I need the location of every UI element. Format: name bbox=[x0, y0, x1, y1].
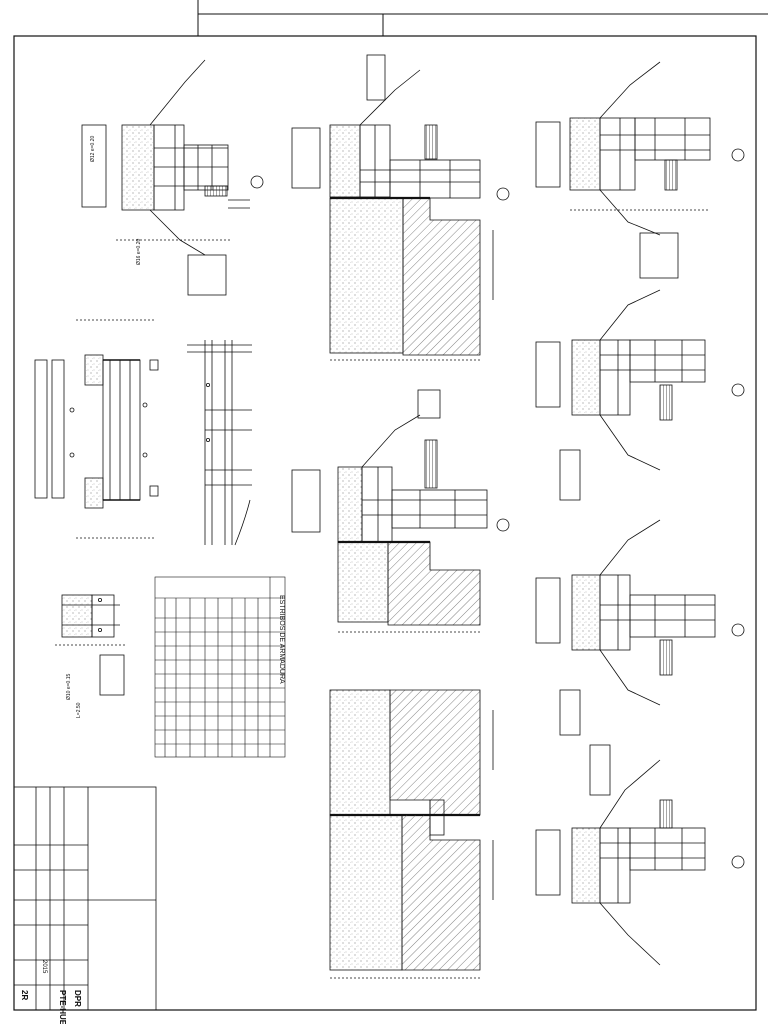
title-block-project: PTE-HUE bbox=[58, 990, 67, 1024]
sheet-frame bbox=[13, 0, 768, 1011]
cover-label: L=2.50 bbox=[76, 702, 82, 718]
bar-label: Ø16 e=0.20 bbox=[136, 239, 142, 265]
bar-label: Ø12 e=0.20 bbox=[90, 136, 96, 162]
title-block bbox=[13, 786, 157, 1011]
rebar-table bbox=[154, 576, 286, 758]
title-block-drawing-code: DPR bbox=[73, 990, 82, 1007]
rebar-table-title: ESTRIBOS DE ARMADURA bbox=[278, 595, 285, 684]
detail-top-middle bbox=[291, 54, 510, 361]
detail-middle-column bbox=[187, 340, 252, 546]
bar-label: Ø10 e=0.15 bbox=[66, 674, 72, 700]
title-block-sheet-number: 2R bbox=[20, 990, 29, 1000]
title-block-year: 2015 bbox=[41, 960, 47, 974]
detail-right-4 bbox=[535, 744, 745, 966]
detail-top-left bbox=[81, 59, 264, 296]
detail-top-left-labels: Ø12 e=0.20 Ø16 e=0.20 bbox=[90, 136, 142, 265]
detail-right-2 bbox=[535, 289, 745, 501]
detail-middle-center bbox=[291, 389, 510, 633]
detail-lower-center bbox=[329, 689, 494, 979]
detail-right-3 bbox=[535, 519, 745, 736]
detail-top-right bbox=[535, 61, 745, 279]
detail-column-section bbox=[55, 594, 125, 696]
detail-middle-left bbox=[34, 319, 159, 539]
detail-column-section-labels: Ø10 e=0.15 L=2.50 bbox=[66, 674, 82, 718]
